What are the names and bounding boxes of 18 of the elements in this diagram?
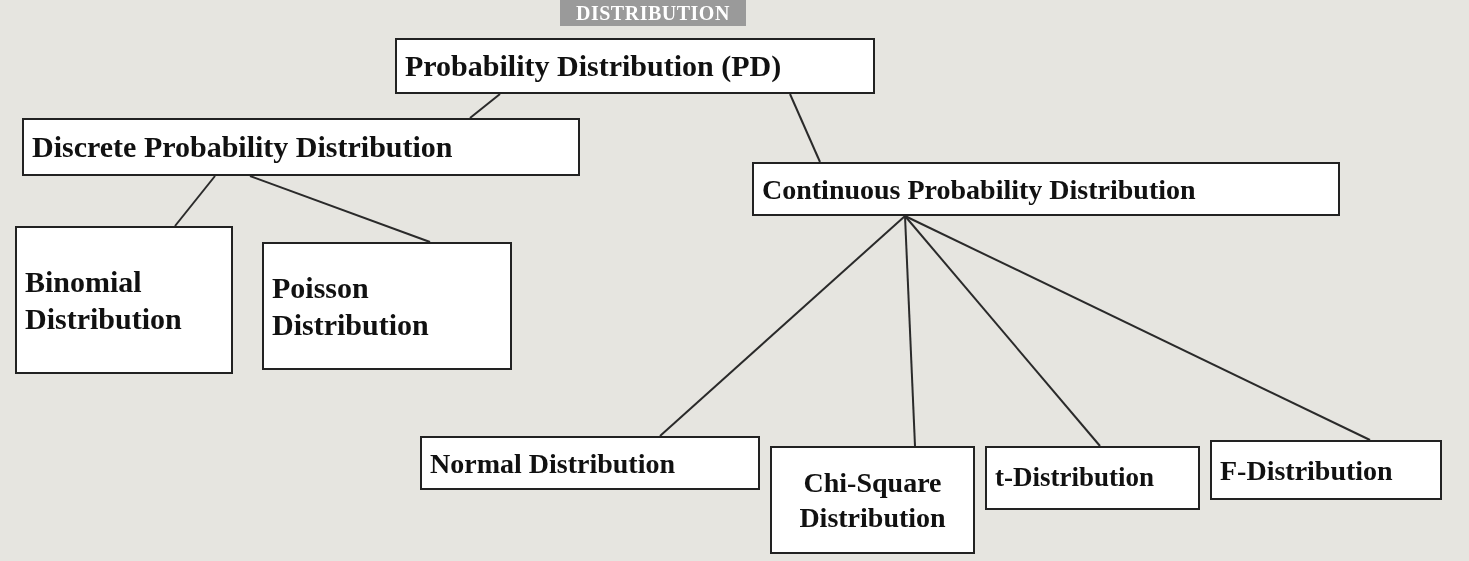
connector-line [904,215,1371,441]
text-box: F-Distribution [1210,440,1442,500]
connector-line [469,93,501,119]
page-header: DISTRIBUTION [560,0,746,26]
connector-line [249,175,431,243]
text-box: Probability Distribution (PD) [395,38,875,94]
connector-line [904,215,916,447]
text-box: Binomial Distribution [15,226,233,374]
text-box: t-Distribution [985,446,1200,510]
text-box: Poisson Distribution [262,242,512,370]
text-box: Normal Distribution [420,436,760,490]
connector-line [174,175,216,227]
text-box: Continuous Probability Distribution [752,162,1340,216]
connector-line [659,215,906,437]
text-box: Discrete Probability Distribution [22,118,580,176]
connector-line [904,215,1101,447]
connector-line [789,93,821,163]
text-box: Chi-Square Distribution [770,446,975,554]
